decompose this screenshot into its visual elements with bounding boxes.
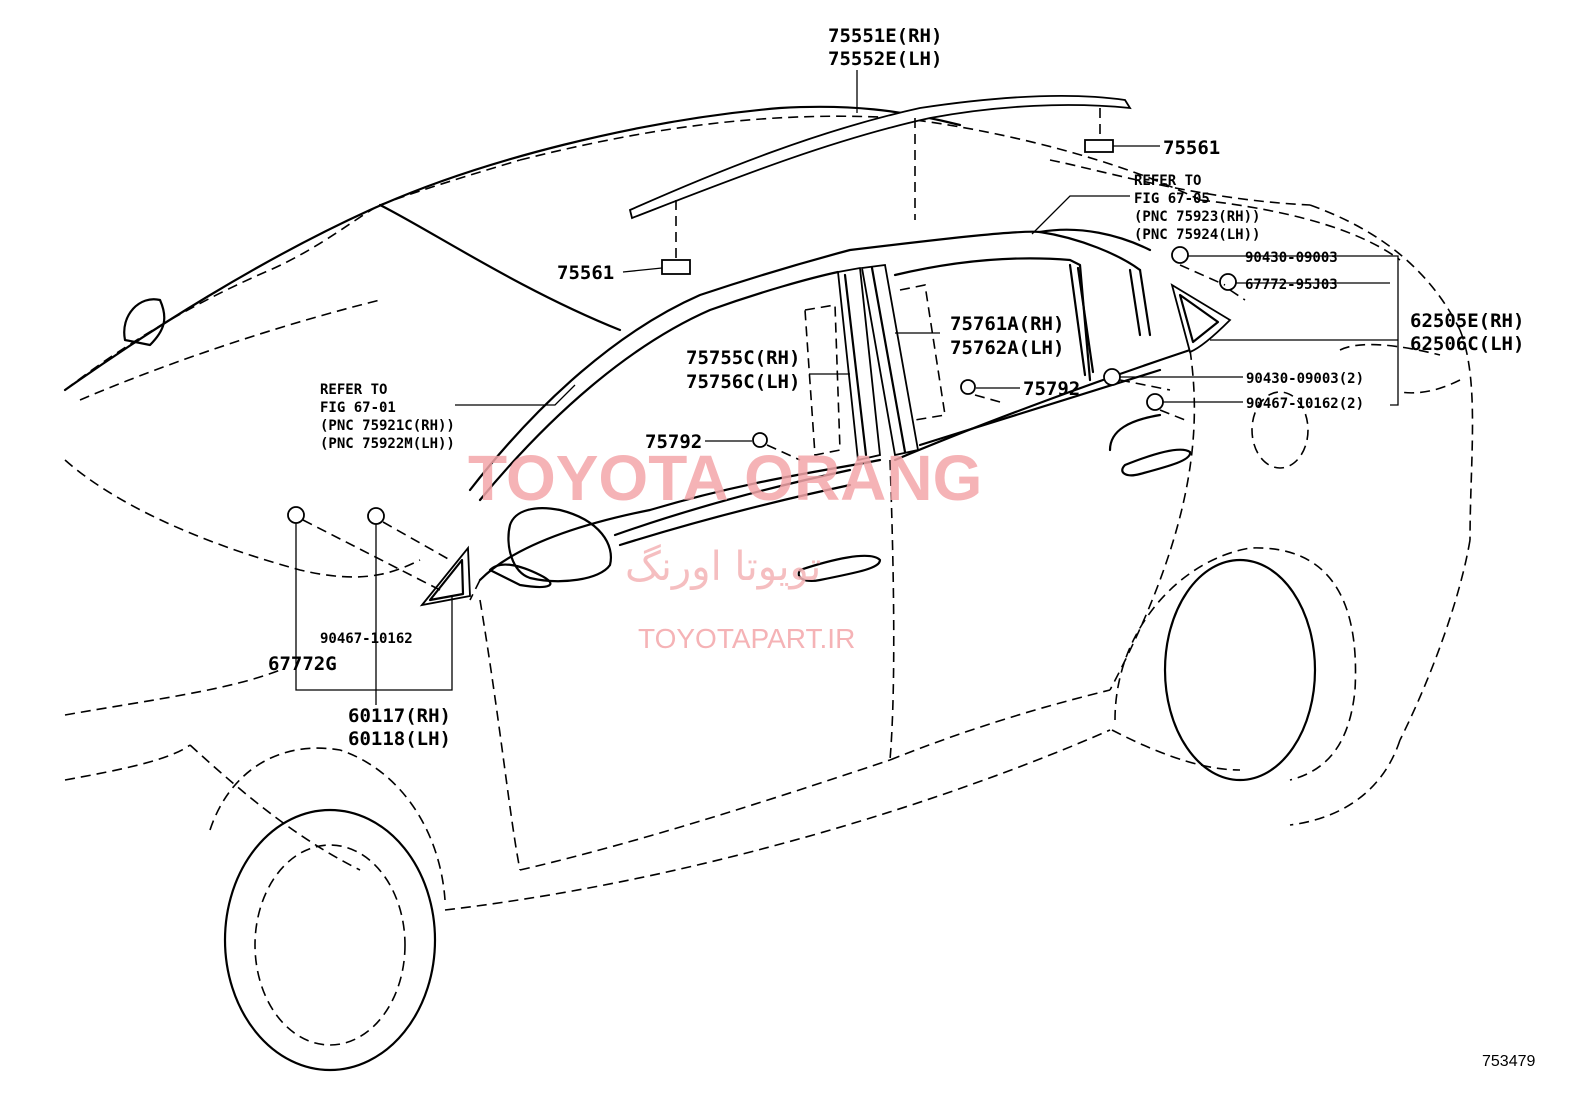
clip-icon — [287, 506, 305, 524]
leader-lines — [295, 70, 1399, 705]
clip-icon — [661, 259, 691, 275]
watermark: TOYOTA ORANG تویوتا اورنگ TOYOTAPART.IR — [468, 442, 982, 654]
label-refer-rear-3: (PNC 75923(RH)) — [1134, 209, 1260, 225]
label-refer-rear-1: REFER TO — [1134, 173, 1201, 189]
label-clip-e: 75792 — [1023, 378, 1080, 400]
label-clip-f: 75792 — [645, 431, 702, 453]
label-pillar-front-lh: 75756C(LH) — [686, 371, 800, 393]
label-refer-front-3: (PNC 75921C(RH)) — [320, 418, 455, 434]
clip-icon — [367, 507, 385, 525]
label-roof-molding-lh: 75552E(LH) — [828, 48, 942, 70]
label-pillar-front-rh: 75755C(RH) — [686, 347, 800, 369]
watermark-farsi: تویوتا اورنگ — [625, 544, 821, 590]
label-clip-g: 90467-10162 — [320, 631, 413, 647]
label-clip-rear: 75561 — [1163, 137, 1220, 159]
washer-icon — [1171, 246, 1189, 264]
part-labels: 75551E(RH) 75552E(LH) 75561 75561 REFER … — [268, 25, 1535, 1070]
label-refer-front-4: (PNC 75922M(LH)) — [320, 436, 455, 452]
watermark-main: TOYOTA ORANG — [468, 442, 982, 514]
label-bolt-c: 90430-09003(2) — [1246, 371, 1364, 387]
label-quarter-window-rh: 62505E(RH) — [1410, 310, 1524, 332]
clip-icon — [960, 379, 976, 395]
clip-icon — [1084, 139, 1114, 153]
label-pillar-rear-rh: 75761A(RH) — [950, 313, 1064, 335]
label-clip-h: 67772G — [268, 653, 337, 675]
car-outline — [63, 94, 1474, 1072]
label-clip-b: 67772-95J03 — [1245, 277, 1338, 293]
clip-icon — [1146, 393, 1164, 411]
label-corner-cover-rh: 60117(RH) — [348, 705, 451, 727]
clip-icon — [1219, 273, 1237, 291]
label-clip-front: 75561 — [557, 262, 614, 284]
label-refer-front-2: FIG 67-01 — [320, 400, 396, 416]
label-clip-d: 90467-10162(2) — [1246, 396, 1364, 412]
label-refer-front-1: REFER TO — [320, 382, 387, 398]
clip-icon — [752, 432, 768, 448]
figure-ref: 753479 — [1482, 1053, 1535, 1070]
label-bolt-a: 90430-09003 — [1245, 250, 1338, 266]
fasteners — [287, 139, 1237, 525]
label-corner-cover-lh: 60118(LH) — [348, 728, 451, 750]
label-roof-molding-rh: 75551E(RH) — [828, 25, 942, 47]
watermark-url: TOYOTAPART.IR — [638, 623, 855, 654]
washer-icon — [1103, 368, 1121, 386]
label-pillar-rear-lh: 75762A(LH) — [950, 337, 1064, 359]
label-refer-rear-2: FIG 67-05 — [1134, 191, 1210, 207]
label-refer-rear-4: (PNC 75924(LH)) — [1134, 227, 1260, 243]
label-quarter-window-lh: 62506C(LH) — [1410, 333, 1524, 355]
